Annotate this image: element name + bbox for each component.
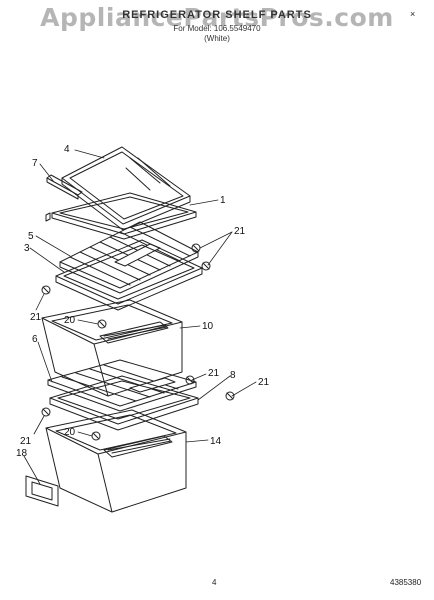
watermark: AppliancePartsPros.com xyxy=(40,3,394,32)
color-subtitle: (White) xyxy=(204,34,230,43)
callout-5: 5 xyxy=(28,231,34,242)
callout-20-upper: 20 xyxy=(64,315,76,326)
callout-21-top: 21 xyxy=(234,226,246,237)
part-14-lower-crisper xyxy=(45,409,187,513)
page-number: 4 xyxy=(212,578,217,587)
part-18-label-card xyxy=(25,475,59,507)
document-number: 4385380 xyxy=(390,578,422,587)
callout-3: 3 xyxy=(24,243,30,254)
callout-18: 18 xyxy=(16,448,28,459)
callout-21-left: 21 xyxy=(30,312,42,323)
callout-21-lower-left: 21 xyxy=(20,436,32,447)
callout-6: 6 xyxy=(32,334,38,345)
part-1-shelf-frame xyxy=(45,192,197,240)
callout-4: 4 xyxy=(64,144,70,155)
callout-21-right: 21 xyxy=(258,377,270,388)
model-subtitle: For Model: 106.5549470 xyxy=(173,24,261,33)
leader-lines xyxy=(23,149,257,485)
callout-7: 7 xyxy=(32,158,38,169)
part-4-glass-shelf xyxy=(61,146,191,231)
callout-21-mid: 21 xyxy=(208,368,220,379)
callout-1: 1 xyxy=(220,195,226,206)
part-6-lower-cover xyxy=(47,359,197,412)
diagram-title: REFRIGERATOR SHELF PARTS xyxy=(122,9,312,21)
callout-14: 14 xyxy=(210,436,222,447)
callout-10: 10 xyxy=(202,321,214,332)
callout-8: 8 xyxy=(230,370,236,381)
corner-mark: × xyxy=(410,9,416,19)
part-8-cover-frame xyxy=(49,375,199,431)
part-10-upper-crisper xyxy=(41,299,183,397)
callout-20-lower: 20 xyxy=(64,427,76,438)
